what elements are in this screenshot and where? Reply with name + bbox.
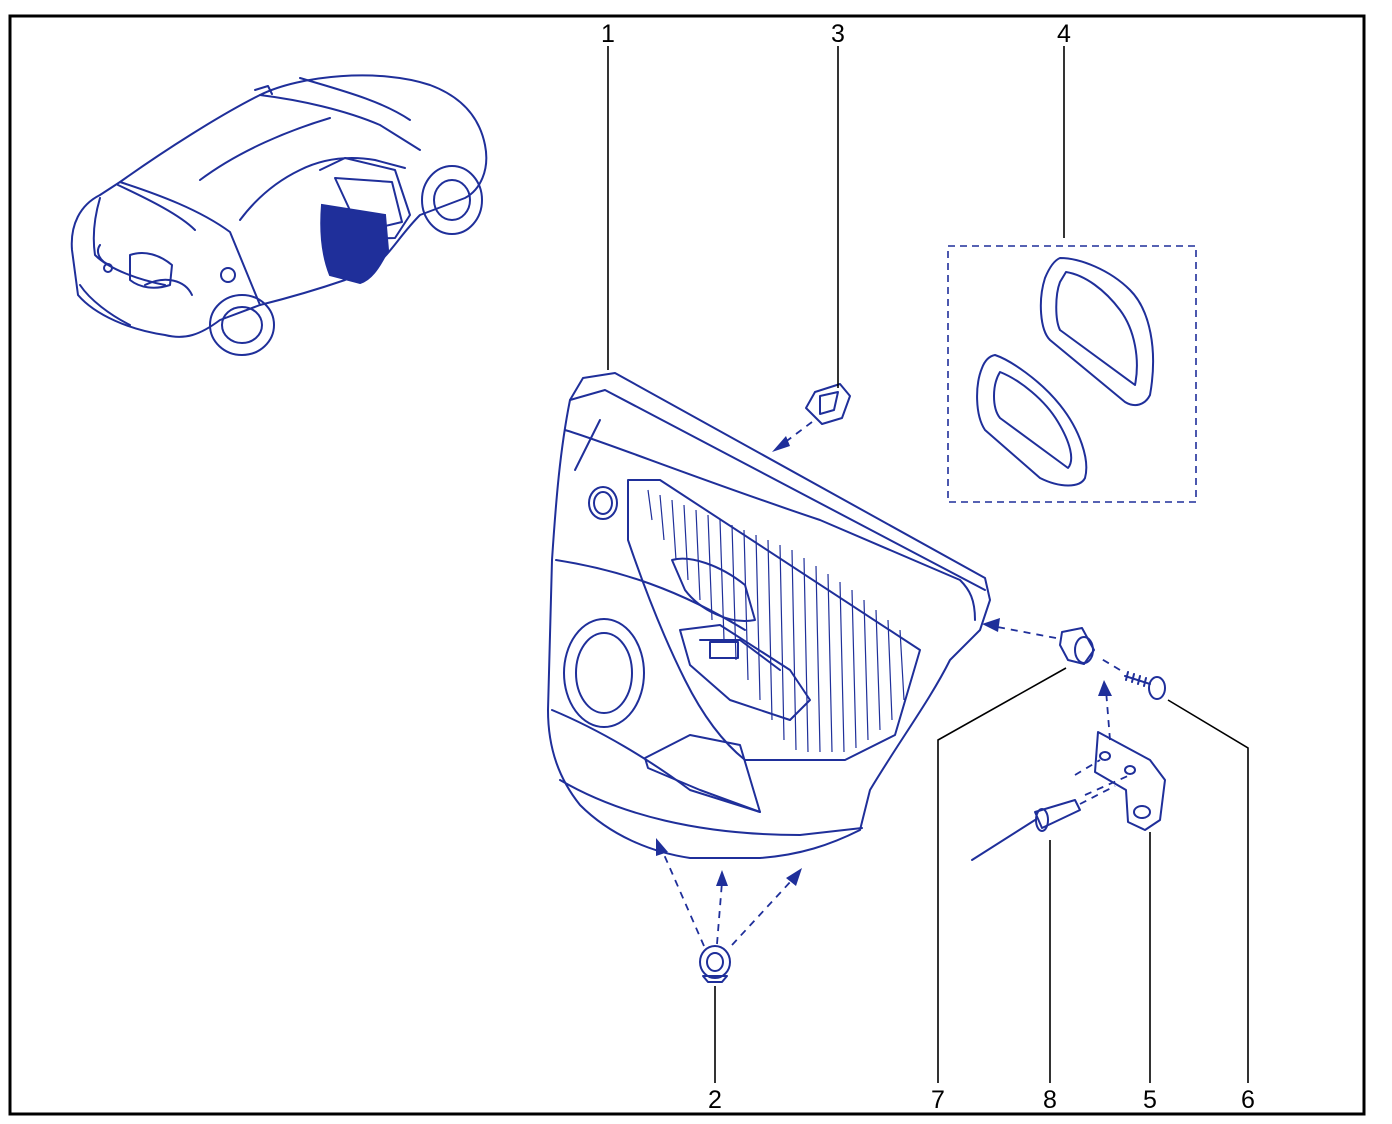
door-trim-panel: [547, 372, 991, 859]
bracket-part: [1074, 680, 1166, 831]
leader-lines: [607, 46, 1249, 1083]
callout-5: 5: [1143, 1086, 1157, 1114]
upper-clip-part: [772, 383, 851, 452]
callout-1: 1: [601, 20, 615, 48]
callout-2: 2: [708, 1086, 722, 1114]
rivet-part: [971, 785, 1116, 861]
fastener-clip-part: [656, 838, 802, 983]
grommet-part: [982, 618, 1095, 665]
callout-7: 7: [931, 1086, 945, 1114]
callout-3: 3: [831, 20, 845, 48]
callout-labels: 1 3 4 2 7 8 5 6: [601, 20, 1255, 1114]
handle-trim-set-part: [947, 245, 1197, 503]
callout-4: 4: [1057, 20, 1071, 48]
perforation-texture: [647, 489, 905, 753]
car-overview-illustration: [70, 74, 488, 356]
screw-part: [1099, 657, 1166, 700]
callout-8: 8: [1043, 1086, 1057, 1114]
callout-6: 6: [1241, 1086, 1255, 1114]
diagram-frame: [8, 14, 1366, 1116]
